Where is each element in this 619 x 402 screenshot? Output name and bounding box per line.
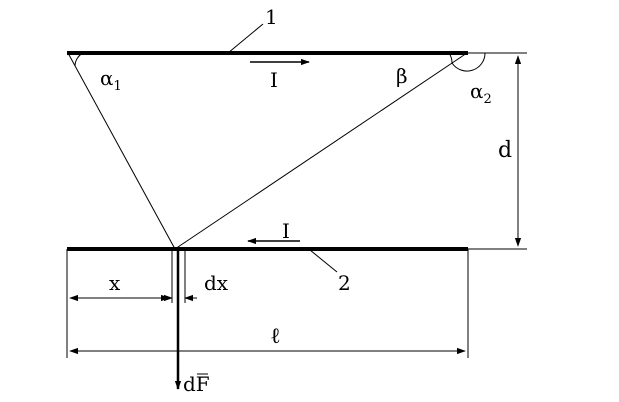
- alpha2-subscript: 2: [484, 92, 492, 107]
- beta-label: β: [396, 64, 408, 88]
- alpha2-label: α2: [470, 79, 492, 107]
- x-label: x: [109, 271, 121, 295]
- arc-beta: [448, 52, 453, 64]
- length-label: ℓ: [270, 324, 281, 349]
- force-label: dF: [183, 372, 210, 396]
- line-beta: [174, 52, 468, 250]
- leader-wire1: [227, 23, 264, 54]
- wire-2-label: 2: [338, 271, 351, 295]
- alpha1-subscript: 1: [114, 79, 122, 94]
- alpha1-label: α1: [100, 66, 122, 94]
- leader-wire2: [309, 249, 338, 273]
- dx-label: dx: [204, 271, 229, 295]
- current-bottom-label: I: [282, 219, 290, 243]
- distance-label: d: [498, 138, 512, 163]
- arc-alpha2: [451, 52, 486, 72]
- arc-alpha1: [74, 52, 84, 67]
- line-alpha1: [67, 52, 176, 250]
- wire-1-label: 1: [265, 5, 278, 29]
- current-top-label: I: [270, 68, 278, 92]
